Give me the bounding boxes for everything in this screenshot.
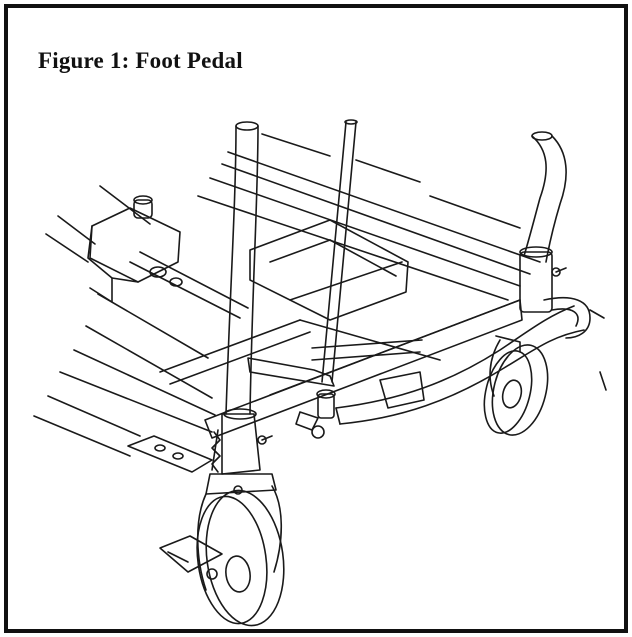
wheel-brake-pedal (159, 535, 223, 573)
pedal-linkage-rod (247, 119, 358, 439)
pump-block (45, 185, 249, 319)
left-foot-plate (127, 435, 213, 473)
handle-icon (211, 121, 273, 475)
foot-pedal-icon (335, 296, 591, 425)
lift-bed (249, 219, 409, 321)
figure-frame: Figure 1: Foot Pedal (4, 4, 628, 633)
front-caster-wheel (159, 473, 285, 627)
platform-deck (33, 151, 541, 457)
figure-title: Figure 1: Foot Pedal (38, 48, 243, 73)
detail-lines (261, 133, 607, 391)
caster-wheel-icon (483, 335, 549, 436)
right-handle (519, 131, 567, 313)
